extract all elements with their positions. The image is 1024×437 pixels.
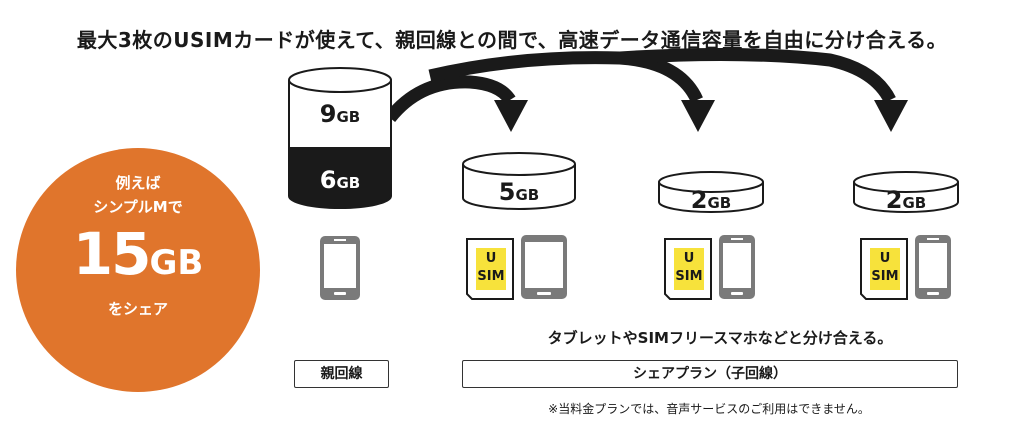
arrow-to-child-1: [384, 75, 516, 123]
arrowhead-1: [494, 100, 528, 132]
usim-card-icon-2: [664, 238, 712, 300]
footnote: ※当料金プランでは、音声サービスのご利用はできません。: [548, 402, 870, 416]
child-capacity-cylinder-3: [853, 171, 959, 213]
badge-amount-number: 15: [72, 220, 152, 288]
arrowhead-2: [681, 100, 715, 132]
child-capacity-cylinder-2: [658, 171, 764, 213]
child-capacity-2: 2GB: [659, 186, 763, 214]
sim-label-1: U SIM: [476, 250, 506, 286]
parent-bottom-capacity: 6GB: [289, 166, 391, 194]
parent-capacity-cylinder: [288, 67, 392, 209]
parent-top-capacity: 9GB: [289, 100, 391, 128]
sim-label-2: U SIM: [674, 250, 704, 286]
child-capacity-cylinder-1: [462, 152, 576, 210]
usim-card-icon-3: [860, 238, 908, 300]
child-amount-2: 2: [690, 186, 708, 214]
arrowhead-3: [874, 100, 908, 132]
tablet-icon: [521, 235, 567, 299]
badge-line1: 例えば: [115, 174, 161, 192]
sim-label-3-line2: SIM: [871, 269, 899, 284]
badge-amount: 15GB: [16, 220, 260, 288]
sim-label-3-line1: U: [879, 251, 891, 266]
parent-smartphone-icon: [320, 236, 360, 300]
sim-label-2-line1: U: [683, 251, 695, 266]
sim-label-3: U SIM: [870, 250, 900, 286]
share-arrows: [384, 47, 896, 123]
badge-line3: をシェア: [107, 300, 168, 318]
badge-line2: シンプルMで: [93, 198, 183, 216]
share-amount-badge: 例えば シンプルMで 15GB をシェア: [16, 148, 260, 392]
child-capacity-1: 5GB: [463, 178, 575, 206]
child-unit-3: GB: [902, 194, 927, 212]
child-capacity-3: 2GB: [854, 186, 958, 214]
badge-amount-unit: GB: [149, 243, 204, 283]
parent-line-label: 親回線: [294, 360, 389, 388]
smartphone-icon-2: [719, 235, 755, 299]
arrow-to-child-2: [428, 51, 703, 103]
parent-bottom-unit: GB: [336, 174, 361, 192]
parent-top-unit: GB: [336, 108, 361, 126]
sim-label-1-line2: SIM: [477, 269, 505, 284]
share-plan-label: シェアプラン（子回線）: [462, 360, 958, 388]
smartphone-icon-3: [915, 235, 951, 299]
arrow-to-child-3: [619, 47, 896, 104]
parent-top-amount: 9: [319, 100, 337, 128]
child-amount-3: 2: [885, 186, 903, 214]
share-note: タブレットやSIMフリースマホなどと分け合える。: [547, 329, 893, 347]
sim-label-2-line2: SIM: [675, 269, 703, 284]
sim-label-1-line1: U: [485, 251, 497, 266]
child-unit-2: GB: [707, 194, 732, 212]
child-amount-1: 5: [498, 178, 516, 206]
usim-card-icon-1: [466, 238, 514, 300]
headline: 最大3枚のUSIMカードが使えて、親回線との間で、高速データ通信容量を自由に分け…: [76, 28, 948, 52]
parent-bottom-amount: 6: [319, 166, 337, 194]
arrow-heads: [494, 100, 908, 132]
child-unit-1: GB: [515, 186, 540, 204]
